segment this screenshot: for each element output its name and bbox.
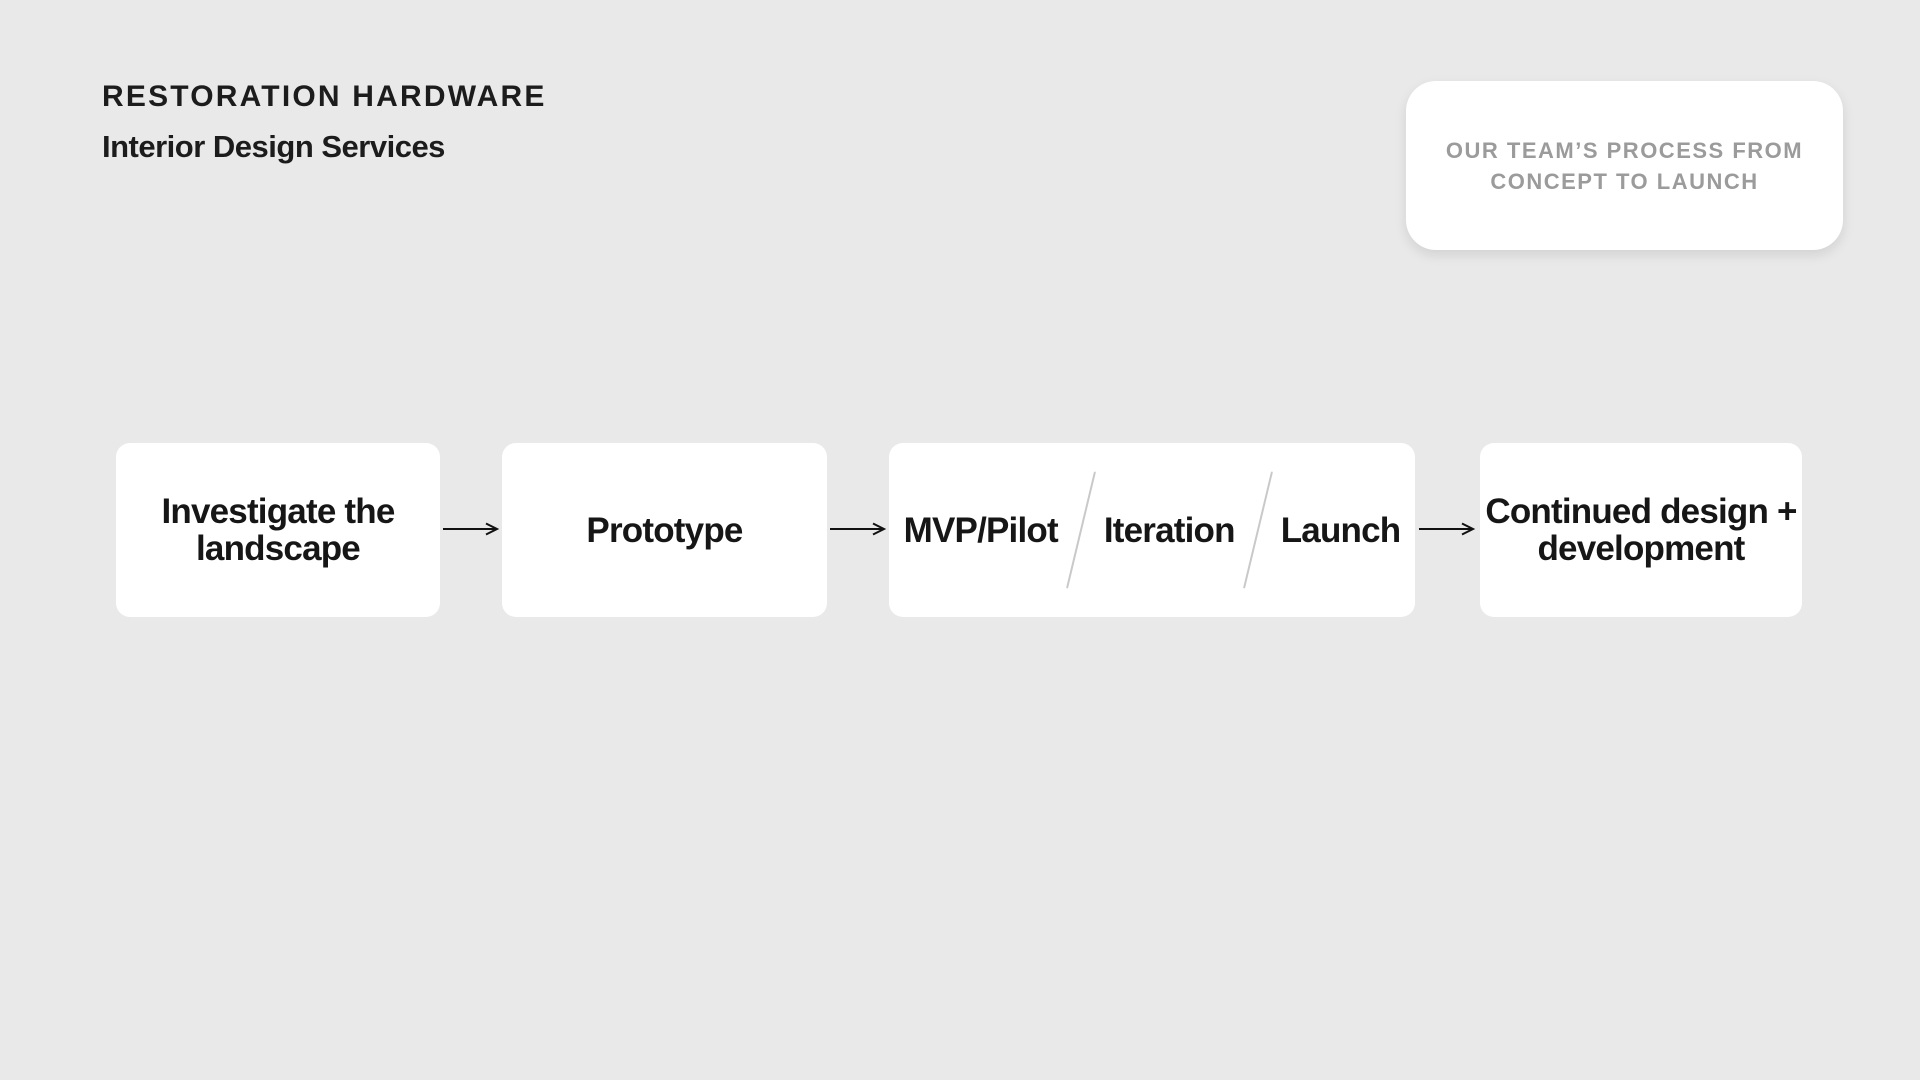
flow-box-label: Investigate the landscape	[161, 492, 395, 568]
arrow-right-icon	[1419, 522, 1476, 536]
flow-box-investigate-landscape: Investigate the landscape	[116, 443, 440, 617]
arrow-right-icon	[830, 522, 887, 536]
slash-separator	[1242, 471, 1273, 589]
flow-arrow-1	[442, 521, 500, 537]
flow-box-label-line-2: landscape	[195, 529, 361, 568]
process-note-line-1: OUR TEAM’S PROCESS FROM	[1445, 137, 1804, 163]
process-note-line-2: CONCEPT TO LAUNCH	[1490, 168, 1759, 194]
flow-box-continued-design-development: Continued design + development	[1480, 443, 1802, 617]
brand-title: RESTORATION HARDWARE	[102, 80, 547, 113]
flow-arrow-3	[1418, 521, 1476, 537]
flow-box-label-line-2: development	[1537, 529, 1745, 568]
flow-box-label-line-1: Investigate the	[161, 492, 395, 531]
flow-box-label: Continued design + development	[1485, 492, 1797, 568]
flow-box-label: Prototype	[586, 510, 743, 550]
flow-segment-mvp-pilot: MVP/Pilot	[903, 510, 1059, 550]
flow-box-mvp-iteration-launch: MVP/Pilot Iteration Launch	[889, 443, 1415, 617]
arrow-right-icon	[443, 522, 500, 536]
flow-box-label-line-1: Continued design +	[1485, 492, 1797, 531]
flow-segment-iteration: Iteration	[1103, 510, 1236, 550]
slash-separator	[1065, 471, 1096, 589]
flow-box-prototype: Prototype	[502, 443, 827, 617]
process-note-card: OUR TEAM’S PROCESS FROM CONCEPT TO LAUNC…	[1406, 81, 1843, 250]
flow-arrow-2	[829, 521, 887, 537]
page-subtitle: Interior Design Services	[102, 129, 445, 164]
flow-segment-launch: Launch	[1280, 510, 1401, 550]
